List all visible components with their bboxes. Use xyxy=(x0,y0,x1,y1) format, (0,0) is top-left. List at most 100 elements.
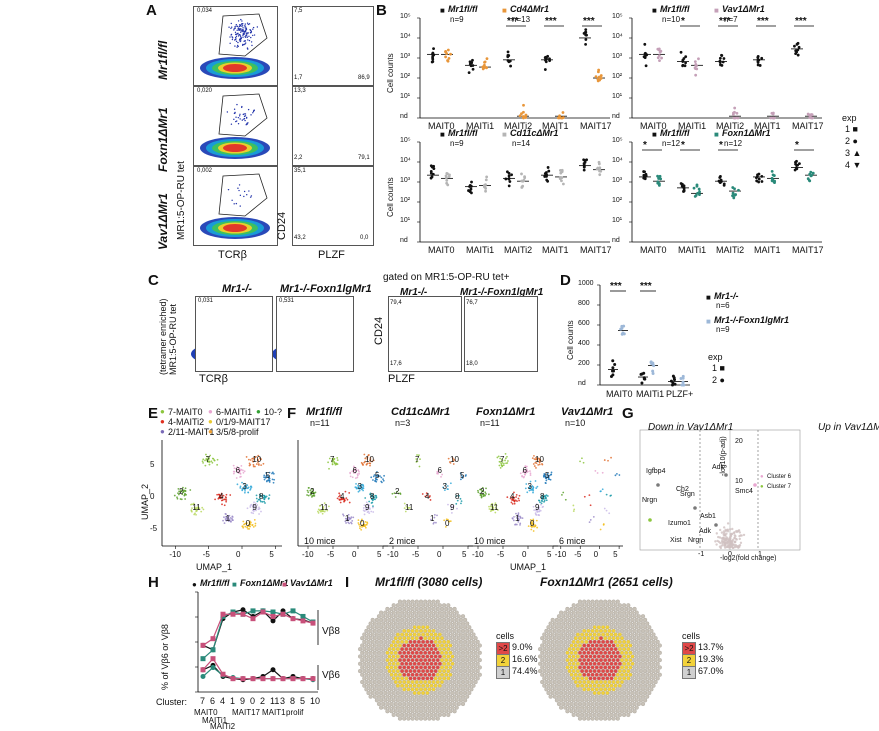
cell-hex xyxy=(368,687,373,692)
cell-hex xyxy=(565,665,570,670)
h-point xyxy=(230,611,236,617)
g-gene-dot xyxy=(728,536,732,539)
cell-hex xyxy=(446,617,451,622)
umap-cell xyxy=(511,517,514,520)
g-gene-dot xyxy=(726,528,729,532)
b-dot xyxy=(445,52,448,55)
cell-hex xyxy=(435,658,440,663)
cell-hex xyxy=(559,625,564,630)
cell-hex xyxy=(617,647,622,652)
f-n: n=11 xyxy=(310,418,330,428)
cell-hex xyxy=(395,705,400,710)
cell-hex xyxy=(630,705,635,710)
d-dot xyxy=(651,361,655,365)
cell-hex xyxy=(406,599,411,604)
cell-hex xyxy=(448,658,453,663)
umap-cell xyxy=(247,491,250,494)
cell-hex xyxy=(584,654,589,659)
a-gate-val-1: 0,034 xyxy=(197,8,213,14)
b-legend-ko: Cd4ΔMr1 xyxy=(510,4,550,14)
b-dot xyxy=(545,178,549,182)
b-dot xyxy=(757,177,761,181)
cell-hex xyxy=(561,658,566,663)
umap-cell xyxy=(247,528,249,530)
b-dot xyxy=(794,162,797,166)
b-dot xyxy=(757,180,761,184)
g-gene-dot xyxy=(728,539,731,542)
umap-cell xyxy=(421,493,424,495)
cell-hex xyxy=(389,672,394,677)
cell-hex xyxy=(372,658,377,663)
b-dot xyxy=(797,45,801,49)
b-dot xyxy=(718,61,722,64)
h-point xyxy=(260,676,266,682)
cell-hex xyxy=(573,672,578,677)
b-dot xyxy=(545,173,549,177)
umap-cell xyxy=(250,521,252,524)
umap-cell xyxy=(242,471,245,474)
cell-hex xyxy=(611,606,616,612)
cell-hex xyxy=(416,632,421,637)
umap-cell xyxy=(272,481,275,484)
cell-hex xyxy=(638,639,643,644)
g-gene-dot xyxy=(731,546,735,549)
cell-hex xyxy=(372,643,377,648)
umap-cell xyxy=(231,515,234,518)
b-dot xyxy=(543,68,547,71)
cell-hex xyxy=(463,690,468,696)
umap-cluster-label: 6 xyxy=(235,465,241,475)
cell-hex xyxy=(624,658,629,663)
cell-hex xyxy=(439,672,445,677)
cell-hex xyxy=(561,636,566,641)
b-legend-ko-n: n=13 xyxy=(512,15,531,24)
h-point xyxy=(210,665,216,671)
cell-hex xyxy=(565,628,570,633)
d-dot xyxy=(671,383,675,387)
cell-hex xyxy=(584,676,589,681)
cell-hex xyxy=(655,661,660,666)
b-dot xyxy=(582,158,586,162)
g-hit-dot xyxy=(753,483,757,487)
cell-hex xyxy=(418,614,424,619)
h-point xyxy=(280,676,286,682)
umap-cell xyxy=(362,489,364,492)
cell-hex xyxy=(630,647,635,652)
cell-hex xyxy=(567,654,572,659)
umap-cell xyxy=(184,487,187,490)
cell-hex xyxy=(607,672,612,677)
b-dot xyxy=(484,183,487,187)
cell-hex xyxy=(584,661,589,666)
umap-cell xyxy=(249,463,252,466)
cell-hex xyxy=(393,628,398,633)
cell-hex xyxy=(626,603,631,608)
cell-hex xyxy=(366,669,371,674)
cell-hex xyxy=(387,610,392,615)
cell-hex xyxy=(542,676,547,681)
cell-hex xyxy=(446,683,451,688)
umap-cell xyxy=(241,525,244,528)
cell-hex xyxy=(406,628,411,633)
cell-hex xyxy=(559,676,564,681)
d-dot xyxy=(681,383,685,387)
cell-hex xyxy=(571,661,576,666)
cell-hex xyxy=(385,628,390,633)
umap-cell xyxy=(531,488,534,491)
cell-hex xyxy=(647,661,652,666)
g-ytick-label: 10 xyxy=(735,478,743,485)
g-gene-dot xyxy=(731,538,735,542)
umap-cluster-label: 9 xyxy=(365,502,370,512)
b-dot xyxy=(732,111,735,115)
cell-hex xyxy=(584,698,589,703)
b-dot xyxy=(506,59,510,62)
cell-hex xyxy=(573,694,578,699)
cell-hex xyxy=(414,606,419,612)
cell-hex xyxy=(446,661,451,666)
cell-hex xyxy=(469,679,474,685)
cell-hex xyxy=(439,650,445,655)
g-gene-dot xyxy=(733,537,736,540)
cell-hex xyxy=(601,698,606,703)
h-point xyxy=(270,609,276,615)
umap-cell xyxy=(248,458,250,461)
cell-hex xyxy=(450,632,455,637)
cell-hex xyxy=(628,694,633,699)
